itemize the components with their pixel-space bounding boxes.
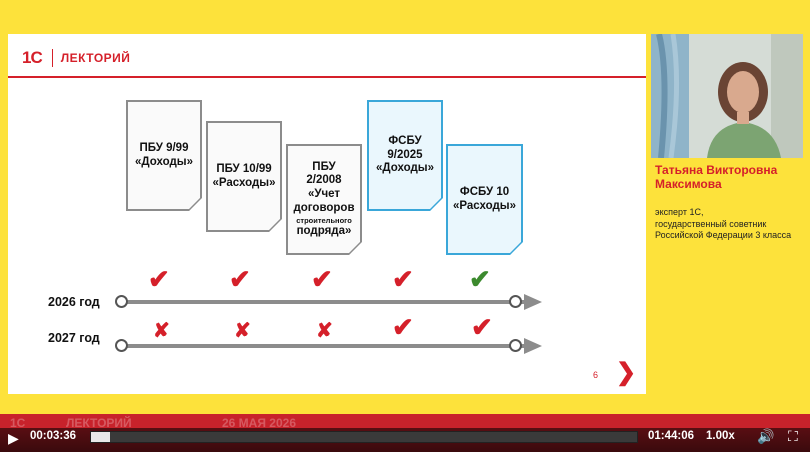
doc-line: 2/2008 xyxy=(306,174,342,187)
page-fold-icon xyxy=(348,241,362,255)
timeline-2027 xyxy=(126,344,526,348)
ghost-date: 26 МАЯ 2026 xyxy=(222,416,296,430)
doc-pbu-9-99: ПБУ 9/99 «Доходы» xyxy=(126,100,202,211)
doc-fsbu-9-2025: ФСБУ 9/2025 «Доходы» xyxy=(367,100,443,211)
doc-line: «Расходы» xyxy=(452,199,517,212)
speaker-video xyxy=(651,34,803,158)
speaker-desc-line: государственный советник xyxy=(655,218,767,229)
current-time: 00:03:36 xyxy=(30,430,77,442)
timeline-start-circle xyxy=(115,339,128,352)
speaker-description: эксперт 1С, государственный советник Рос… xyxy=(655,207,810,242)
row-label-2027: 2027 год xyxy=(48,331,100,345)
player-banner xyxy=(0,414,810,428)
doc-line: «Доходы» xyxy=(135,155,193,168)
play-icon[interactable]: ▶ xyxy=(8,430,19,446)
cross-icon: ✘ xyxy=(153,320,170,342)
doc-line: ФСБУ xyxy=(388,134,422,147)
check-green-icon: ✔ xyxy=(469,264,491,294)
timeline-arrow-icon xyxy=(524,338,542,354)
doc-line: «Доходы» xyxy=(376,162,434,175)
page-fold-icon xyxy=(268,218,282,232)
speaker-desc-line: Российской Федерации 3 класса xyxy=(655,230,792,241)
timeline-2026 xyxy=(126,300,526,304)
ghost-logo-mark: 1С xyxy=(10,416,26,430)
doc-line-small: строительного xyxy=(296,215,352,225)
fullscreen-icon[interactable]: ⛶ xyxy=(788,428,798,444)
doc-line: ПБУ 10/99 xyxy=(216,162,272,175)
speaker-name-line: Татьяна Викторовна xyxy=(655,163,778,177)
timeline-arrow-icon xyxy=(524,294,542,310)
video-player-controls: 1С ЛЕКТОРИЙ 26 МАЯ 2026 ▶ 00:03:36 01:44… xyxy=(0,414,810,452)
cross-icon: ✘ xyxy=(316,320,333,342)
doc-pbu-10-99: ПБУ 10/99 «Расходы» xyxy=(206,121,282,232)
logo-mark: 1С xyxy=(22,48,43,67)
doc-line: «Учет xyxy=(307,188,341,201)
speaker-desc-line: эксперт 1С, xyxy=(655,207,704,217)
playback-speed-button[interactable]: 1.00x xyxy=(706,430,735,442)
speaker-name-line: Максимова xyxy=(655,176,722,191)
page-fold-icon xyxy=(429,197,443,211)
slide-page-number: 6 xyxy=(593,370,599,380)
progress-fill xyxy=(91,432,111,442)
doc-line: подряда» xyxy=(296,224,352,237)
timeline-end-circle xyxy=(509,295,522,308)
volume-icon[interactable]: 🔊 xyxy=(757,428,775,444)
page-fold-icon xyxy=(509,241,523,255)
doc-line: ФСБУ 10 xyxy=(459,185,510,198)
speaker-photo xyxy=(651,34,803,158)
chevron-right-icon[interactable]: ❯ xyxy=(616,359,637,386)
doc-pbu-2-2008: ПБУ 2/2008 «Учет договоров строительного… xyxy=(286,144,362,255)
timeline-start-circle xyxy=(115,295,128,308)
doc-line: ПБУ xyxy=(312,160,336,173)
check-icon: ✔ xyxy=(229,264,251,294)
cross-icon: ✘ xyxy=(234,320,251,342)
check-icon: ✔ xyxy=(148,264,170,294)
check-icon: ✔ xyxy=(392,312,414,342)
logo-separator xyxy=(51,49,53,67)
timeline-end-circle xyxy=(509,339,522,352)
duration: 01:44:06 xyxy=(648,430,695,442)
check-icon: ✔ xyxy=(392,264,414,294)
logo-text: ЛЕКТОРИЙ xyxy=(60,51,131,65)
lectorium-logo: 1С ЛЕКТОРИЙ xyxy=(22,48,130,68)
progress-bar[interactable] xyxy=(90,431,638,443)
row-label-2026: 2026 год xyxy=(48,295,100,309)
slide: 1С ЛЕКТОРИЙ ПБУ 9/99 «Доходы» ПБУ 10/99 … xyxy=(8,34,646,394)
doc-fsbu-10: ФСБУ 10 «Расходы» xyxy=(446,144,523,255)
ghost-brand: ЛЕКТОРИЙ xyxy=(66,416,132,430)
speaker-name: Татьяна Викторовна Максимова xyxy=(655,163,810,192)
doc-line: ПБУ 9/99 xyxy=(139,141,189,154)
doc-line: «Расходы» xyxy=(212,176,276,189)
check-icon: ✔ xyxy=(311,264,333,294)
doc-line: 9/2025 xyxy=(387,148,423,161)
slide-header-rule xyxy=(8,76,646,78)
doc-line: договоров xyxy=(293,201,355,214)
check-icon: ✔ xyxy=(471,312,493,342)
page-fold-icon xyxy=(188,197,202,211)
